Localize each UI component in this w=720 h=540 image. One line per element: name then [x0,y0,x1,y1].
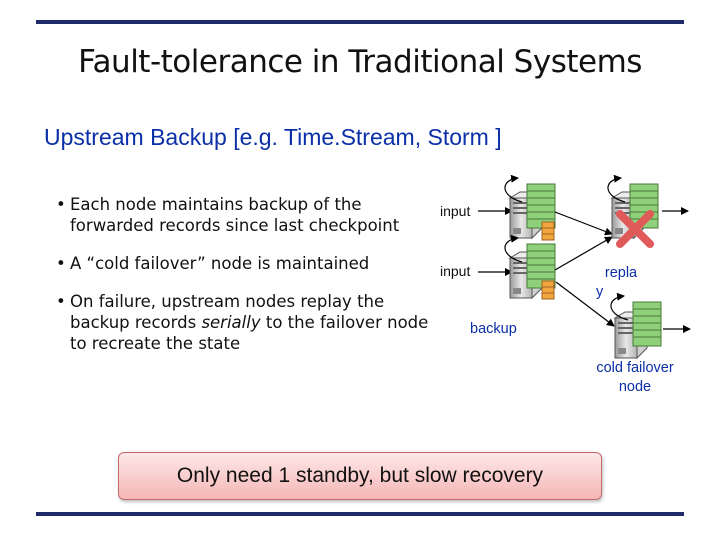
input-label-1: input [440,203,470,219]
replay-label: repla y [596,264,646,302]
failover-label: cold failover node [576,359,694,397]
input-label-2: input [440,263,470,279]
backup-label: backup [470,321,517,337]
failover-label-line1: cold failover [576,359,694,378]
forward-arrow-1 [555,212,612,234]
replay-label-line2: y [596,283,646,302]
callout-box: Only need 1 standby, but slow recovery [118,452,602,500]
backup-buffer-icon-2 [542,281,554,299]
backup-buffer-icon-1 [542,222,554,240]
failover-label-line2: node [576,378,694,397]
bottom-rule [36,512,684,516]
failover-buffer-icon [633,302,661,346]
buffer-icon-1 [527,184,555,228]
replay-label-line1: repla [596,264,646,283]
